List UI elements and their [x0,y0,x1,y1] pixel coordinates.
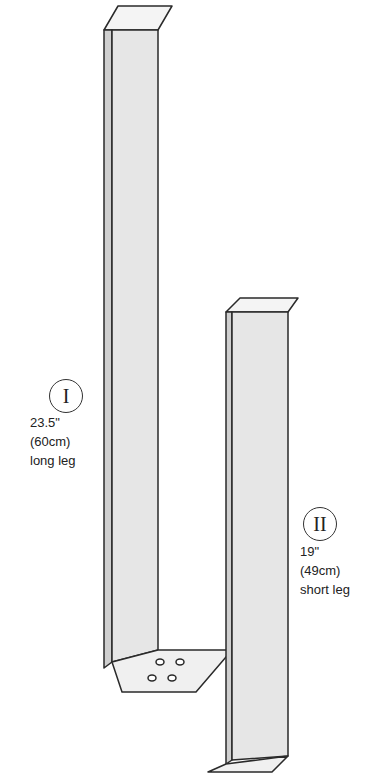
callout-circle: I [49,379,83,413]
short-leg-bottom-flange [208,756,288,772]
callout-number: II [313,514,326,534]
callout-number: I [63,386,70,406]
long-leg-face [112,30,158,662]
long-leg-top-flange [104,6,172,30]
long-leg-side [104,30,112,668]
dimension-label: 19" (49cm) short leg [300,543,352,600]
callout-circle: II [303,507,337,541]
screw-hole [156,659,164,665]
dimension-label: 23.5" (60cm) long leg [30,414,78,471]
short-leg-top-flange [226,298,298,312]
short-leg-side [226,312,232,764]
screw-hole [168,675,176,681]
screw-hole [148,675,156,681]
short-leg-face [232,312,288,760]
long-leg-foot [112,650,232,692]
screw-hole [176,659,184,665]
